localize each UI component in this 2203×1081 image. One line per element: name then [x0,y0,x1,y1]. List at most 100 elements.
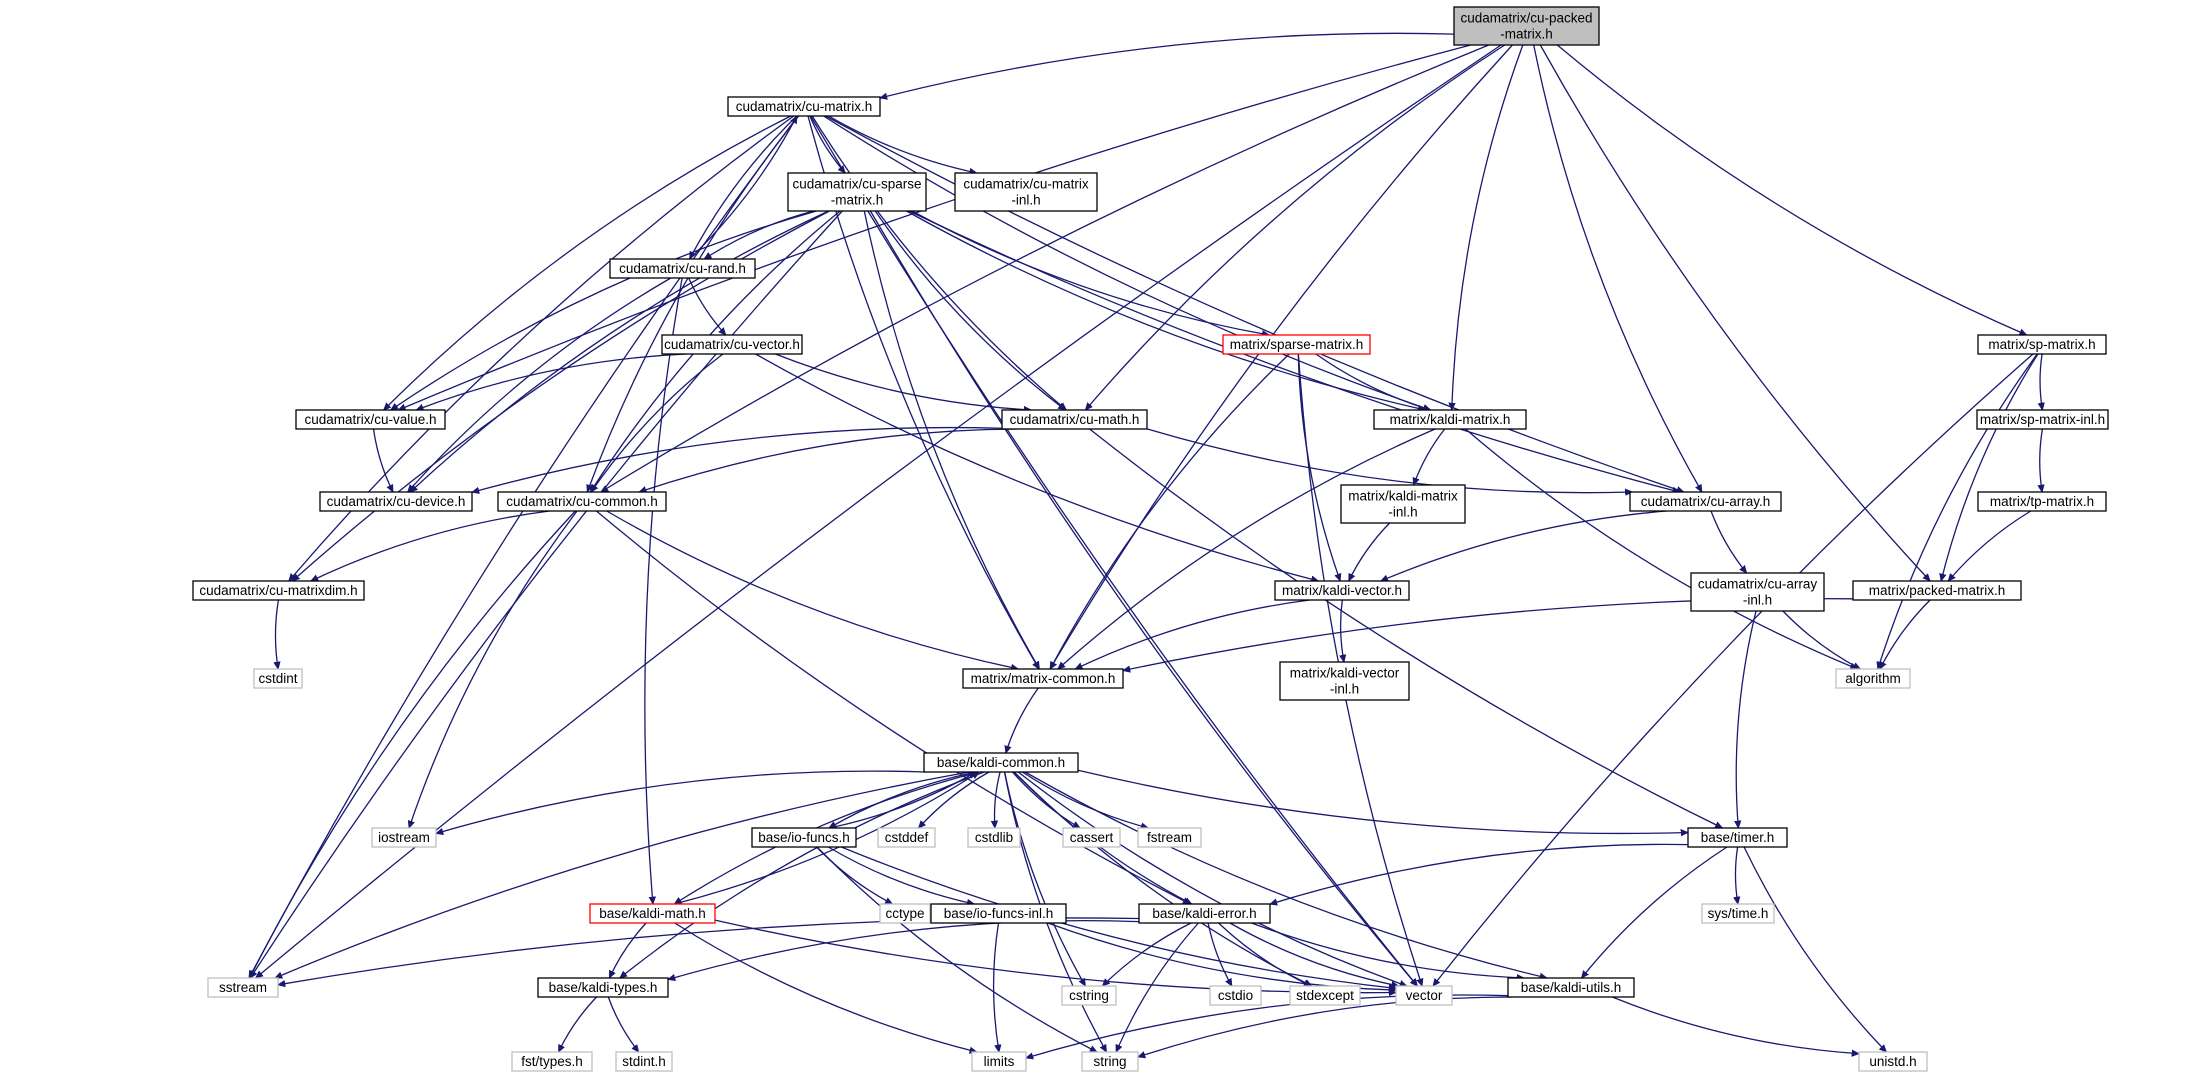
edge-n37-n43 [1229,922,1399,986]
edge-n25-n28 [919,771,990,828]
edge-n25-n35 [674,771,980,905]
edge-n25-n31 [1021,771,1148,828]
node-matrix-sp-matrix-h[interactable]: matrix/sp-matrix.h [1977,334,2107,355]
node-box [589,903,716,924]
node-label: base/timer.h [1701,830,1775,845]
edge-n25-n43 [1017,771,1407,986]
edge-n13-n17 [311,510,550,582]
node-cudamatrix-cu-array-inl-h[interactable]: cudamatrix/cu-array-inl.h [1690,572,1825,612]
node-label: cstdlib [975,830,1013,845]
node-box [511,1051,593,1072]
node-cudamatrix-cu-value-h[interactable]: cudamatrix/cu-value.h [295,409,446,430]
node-label: algorithm [1845,671,1901,686]
edge-n2-n4 [704,210,814,260]
edge-n13-n26 [409,510,578,828]
node-cudamatrix-cu-matrix-inl-h[interactable]: cudamatrix/cu-matrix-inl.h [954,172,1098,212]
node-base-kaldi-utils-h[interactable]: base/kaldi-utils.h [1507,977,1635,998]
node-cudamatrix-cu-packed-matrix-h[interactable]: cudamatrix/cu-packed-matrix.h [1453,6,1600,46]
node-matrix-sp-matrix-inl-h[interactable]: matrix/sp-matrix-inl.h [1976,409,2109,430]
node-label: fst/types.h [521,1054,583,1069]
node-cudamatrix-cu-sparse-matrix-h[interactable]: cudamatrix/cu-sparse-matrix.h [787,172,927,212]
node-box [879,903,931,924]
edge-n32-n44 [1582,846,1728,978]
node-box [1062,827,1121,848]
node-base-kaldi-types-h[interactable]: base/kaldi-types.h [537,977,669,998]
node-fst-types-h[interactable]: fst/types.h [511,1051,593,1072]
node-cudamatrix-cu-rand-h[interactable]: cudamatrix/cu-rand.h [609,258,756,279]
node-limits[interactable]: limits [971,1051,1027,1072]
node-cudamatrix-cu-matrixdim-h[interactable]: cudamatrix/cu-matrixdim.h [192,580,365,601]
node-label: cudamatrix/cu-packed [1460,11,1592,26]
node-base-kaldi-math-h[interactable]: base/kaldi-math.h [589,903,716,924]
node-matrix-kaldi-matrix-inl-h[interactable]: matrix/kaldi-matrix-inl.h [1340,484,1466,524]
node-cctype[interactable]: cctype [879,903,931,924]
node-sstream[interactable]: sstream [207,977,279,998]
node-fstream[interactable]: fstream [1137,827,1202,848]
node-matrix-tp-matrix-h[interactable]: matrix/tp-matrix.h [1977,491,2107,512]
node-vector[interactable]: vector [1395,985,1453,1006]
edge-n15-n19 [1710,510,1747,573]
node-label: cudamatrix/cu-matrix [963,177,1089,192]
node-cstdlib[interactable]: cstdlib [967,827,1021,848]
edge-n9-n13 [639,428,1018,492]
node-matrix-sparse-matrix-h[interactable]: matrix/sparse-matrix.h [1222,334,1371,355]
node-cstdio[interactable]: cstdio [1209,985,1262,1006]
edge-n2-n38 [249,210,843,978]
node-string[interactable]: string [1081,1051,1139,1072]
node-base-io-funcs-inl-h[interactable]: base/io-funcs-inl.h [930,903,1067,924]
edge-n35-n39 [608,922,647,978]
node-stdint-h[interactable]: stdint.h [615,1051,673,1072]
edge-n7-n43 [1433,353,2034,986]
node-label: -inl.h [1388,505,1417,520]
edge-n25-n27 [829,771,977,829]
node-label: sstream [219,980,267,995]
node-cstring[interactable]: cstring [1061,985,1117,1006]
edge-n27-n48 [816,846,1097,1053]
edge-n8-n12 [372,428,394,492]
node-base-io-funcs-h[interactable]: base/io-funcs.h [751,827,857,848]
node-cstddef[interactable]: cstddef [877,827,936,848]
node-unistd-h[interactable]: unistd.h [1858,1051,1928,1072]
node-box [1453,6,1600,46]
edge-n1-n10 [823,115,1431,410]
node-base-kaldi-common-h[interactable]: base/kaldi-common.h [923,752,1079,773]
node-matrix-packed-matrix-h[interactable]: matrix/packed-matrix.h [1852,580,2022,601]
node-cudamatrix-cu-matrix-h[interactable]: cudamatrix/cu-matrix.h [727,96,881,117]
node-matrix-kaldi-vector-h[interactable]: matrix/kaldi-vector.h [1274,580,1410,601]
edge-n13-n38 [249,510,576,978]
node-matrix-kaldi-vector-inl-h[interactable]: matrix/kaldi-vector-inl.h [1279,661,1410,701]
node-sys-time-h[interactable]: sys/time.h [1701,903,1775,924]
node-cudamatrix-cu-array-h[interactable]: cudamatrix/cu-array.h [1629,491,1782,512]
node-base-kaldi-error-h[interactable]: base/kaldi-error.h [1138,903,1271,924]
node-cstdint[interactable]: cstdint [253,668,303,689]
node-cudamatrix-cu-math-h[interactable]: cudamatrix/cu-math.h [1001,409,1148,430]
edge-n6-n18 [1297,353,1340,581]
node-box [1061,985,1117,1006]
edge-n32-n37 [1270,843,1689,904]
node-label: fstream [1147,830,1192,845]
node-box [930,903,1067,924]
node-label: -matrix.h [1500,27,1553,42]
node-cassert[interactable]: cassert [1062,827,1121,848]
edge-n0-n20 [1539,44,1930,581]
node-matrix-matrix-common-h[interactable]: matrix/matrix-common.h [962,668,1124,689]
edge-n5-n18 [755,353,1319,581]
node-label: cudamatrix/cu-array.h [1641,494,1771,509]
node-stdexcept[interactable]: stdexcept [1289,985,1361,1006]
edge-n4-n1 [689,116,798,260]
node-iostream[interactable]: iostream [371,827,437,848]
node-base-timer-h[interactable]: base/timer.h [1687,827,1788,848]
node-matrix-kaldi-matrix-h[interactable]: matrix/kaldi-matrix.h [1373,409,1527,430]
node-box [537,977,669,998]
node-label: base/kaldi-types.h [549,980,658,995]
node-label: -inl.h [1011,193,1040,208]
node-algorithm[interactable]: algorithm [1835,668,1911,689]
node-box [1081,1051,1139,1072]
edge-n44-n48 [1138,996,1512,1057]
node-cudamatrix-cu-common-h[interactable]: cudamatrix/cu-common.h [497,491,667,512]
node-label: cudamatrix/cu-common.h [506,494,658,509]
node-cudamatrix-cu-device-h[interactable]: cudamatrix/cu-device.h [319,491,473,512]
node-cudamatrix-cu-vector-h[interactable]: cudamatrix/cu-vector.h [661,334,803,355]
edge-n27-n33 [816,846,893,905]
edge-n37-n48 [1115,922,1199,1052]
